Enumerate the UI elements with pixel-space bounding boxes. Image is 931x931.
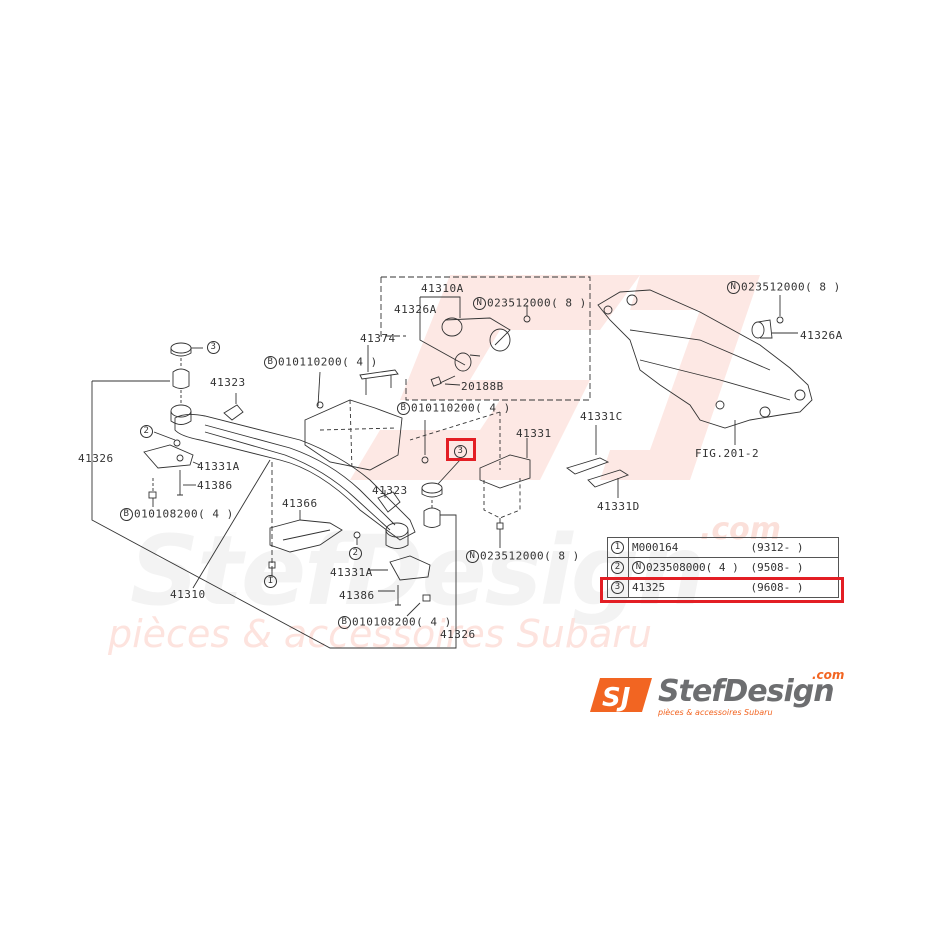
label-text: 023512000( 8 ) [741,280,841,294]
part-label-41366[interactable]: 41366 [282,497,318,510]
part-label-41310[interactable]: 41310 [170,588,206,601]
n-prefix-icon: N [473,297,486,310]
label-text: 010110200( 4 ) [278,355,378,369]
n-prefix-icon: N [632,561,645,575]
b-prefix-icon: B [338,616,351,629]
logo-tld-text: .com [812,668,845,682]
logo-brand-text: StefDesign [658,674,835,709]
callout-2-left[interactable]: 2 [140,425,154,438]
highlight-callout-3 [446,438,476,461]
b-prefix-icon: B [397,402,410,415]
part-label-41386-right[interactable]: 41386 [339,589,375,602]
part-label-41331A-left[interactable]: 41331A [197,460,240,473]
callout-number: 1 [264,575,277,588]
b-prefix-icon: B [120,508,133,521]
part-label-41323-mid[interactable]: 41323 [372,484,408,497]
part-label-20188B[interactable]: 20188B [461,380,504,393]
part-label-41326A[interactable]: 41326A [394,303,437,316]
part-label-41374[interactable]: 41374 [360,332,396,345]
callout-3-top[interactable]: 3 [207,341,221,354]
callout-number: 3 [611,581,624,595]
date-range: (9312- ) [750,541,804,554]
part-label-41326A-right[interactable]: 41326A [800,329,843,342]
label-text: 023512000( 8 ) [480,549,580,563]
part-label-41331D[interactable]: 41331D [597,500,640,513]
callout-number: 2 [349,547,362,560]
callout-1[interactable]: 1 [264,575,278,588]
part-number: 41325 [632,581,666,594]
logo-tagline-text: pièces & accessoires Subaru [658,708,773,717]
part-label-41331C[interactable]: 41331C [580,410,623,423]
table-row[interactable]: 3 41325 (9608- ) [607,577,839,598]
part-label-41386-left[interactable]: 41386 [197,479,233,492]
figure-reference[interactable]: FIG.201-2 [695,447,760,460]
callout-2-mid[interactable]: 2 [349,547,363,560]
stefdesign-logo[interactable]: SJ StefDesign .com pièces & accessoires … [590,668,850,720]
label-text: 010108200( 4 ) [352,615,452,629]
b-prefix-icon: B [264,356,277,369]
callout-number: 3 [207,341,220,354]
callout-number: 3 [454,445,467,458]
callout-3-highlighted[interactable]: 3 [454,445,468,458]
part-label-41331A-right[interactable]: 41331A [330,566,373,579]
n-prefix-icon: N [727,281,740,294]
svg-text:SJ: SJ [602,683,631,713]
part-number: 023508000( 4 ) [646,560,739,574]
label-text: 010110200( 4 ) [411,401,511,415]
logo-mark-icon: SJ [590,678,652,713]
label-text: 023512000( 8 ) [487,296,587,310]
part-label-41326-left[interactable]: 41326 [78,452,114,465]
label-text: 010108200( 4 ) [134,507,234,521]
highlight-row-3 [600,577,844,603]
part-label-41323-top[interactable]: 41323 [210,376,246,389]
date-range: (9508- ) [750,560,804,574]
watermark-tagline: pièces & accessoires Subaru [108,612,652,656]
table-row[interactable]: 1 M000164 (9312- ) [607,537,839,558]
part-label-41326-right[interactable]: 41326 [440,628,476,641]
callout-number: 1 [611,541,624,555]
date-range: (9608- ) [750,581,804,594]
part-number: M000164 [632,541,679,554]
callout-number: 2 [611,561,624,575]
part-label-41331[interactable]: 41331 [516,427,552,440]
callout-number: 2 [140,425,153,438]
n-prefix-icon: N [466,550,479,563]
part-label-41310A[interactable]: 41310A [421,282,464,295]
